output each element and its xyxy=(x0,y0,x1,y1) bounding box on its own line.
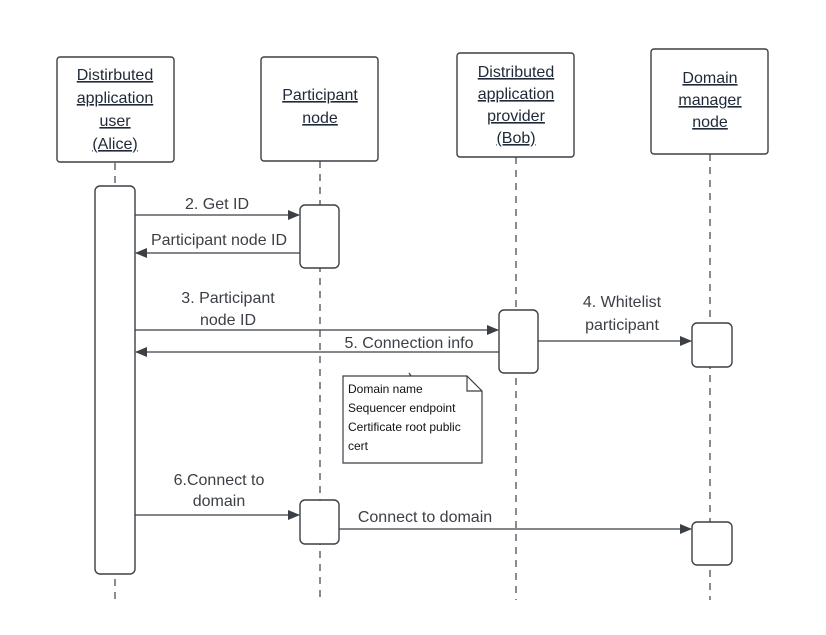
participant-node-header: Participant node xyxy=(260,56,379,162)
domain-manager-header: Domain manager node xyxy=(650,48,769,155)
bob-header: Distributed application provider (Bob) xyxy=(456,52,575,158)
note-line-1: Domain name xyxy=(348,382,423,396)
domain-manager-activation-2 xyxy=(691,521,733,566)
domain-manager-activation-1 xyxy=(691,322,733,368)
connect-request-label-line-1: 6.Connect to xyxy=(174,472,265,489)
alice-label-line-1: Distirbuted xyxy=(77,67,153,84)
bob-label-line-3: provider xyxy=(487,108,545,125)
alice-label-line-3: user xyxy=(99,113,131,130)
alice-label-line-4: (Alice) xyxy=(92,136,137,153)
participant-node-activation-1 xyxy=(299,204,340,269)
connection-info-label: 5. Connection info xyxy=(345,335,474,352)
whitelist-label-line-1: 4. Whitelist xyxy=(583,294,662,311)
domain-manager-label-line-2: manager xyxy=(678,92,742,109)
connection-info-note: Domain name Sequencer endpoint Certifica… xyxy=(342,375,483,464)
connect-to-domain-label: Connect to domain xyxy=(358,509,492,526)
bob-label-line-2: application xyxy=(478,86,555,103)
domain-manager-label-line-3: node xyxy=(692,114,728,131)
send-participant-id-label-line-2: node ID xyxy=(200,312,256,329)
alice-header: Distirbuted application user (Alice) xyxy=(56,56,175,163)
note-line-2: Sequencer endpoint xyxy=(348,401,456,415)
alice-label-line-2: application xyxy=(77,90,154,107)
note-line-3: Certificate root public xyxy=(348,420,461,434)
send-participant-id-label-line-1: 3. Participant xyxy=(181,290,275,307)
bob-activation xyxy=(498,309,539,374)
whitelist-label-line-2: participant xyxy=(585,317,659,334)
alice-activation-bar xyxy=(94,185,136,575)
connect-request-label-line-2: domain xyxy=(193,493,245,510)
participant-node-label-line-2: node xyxy=(302,110,338,127)
note-line-4: cert xyxy=(348,439,369,453)
domain-manager-label-line-1: Domain xyxy=(682,70,737,87)
participant-node-id-return-label: Participant node ID xyxy=(151,232,287,249)
get-id-label: 2. Get ID xyxy=(185,196,249,213)
bob-label-line-4: (Bob) xyxy=(496,130,535,147)
participant-node-activation-2 xyxy=(299,499,340,545)
participant-node-label-line-1: Participant xyxy=(282,87,358,104)
bob-label-line-1: Distributed xyxy=(478,64,554,81)
